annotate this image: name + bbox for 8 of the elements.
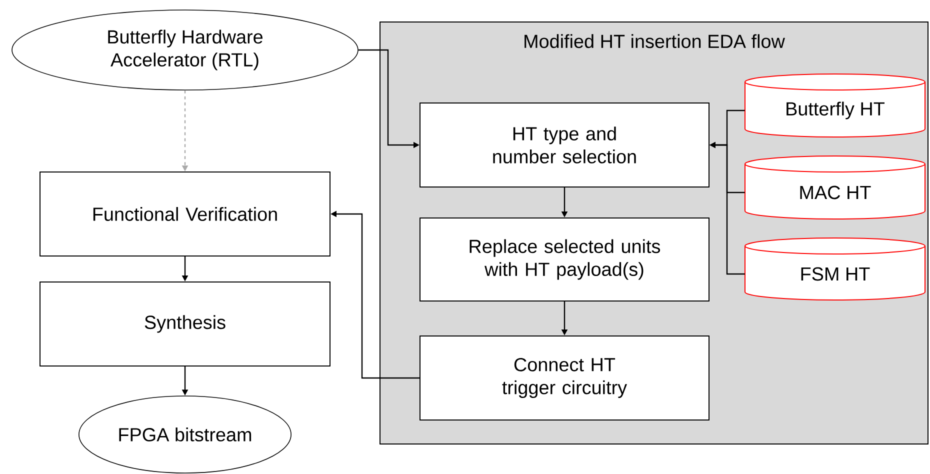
process-box: Replace selected units with HT payload(s) [420, 217, 710, 302]
process-box: Connect HT trigger circuitry [420, 335, 710, 420]
database-cylinder: Butterfly HT [744, 73, 926, 138]
process-box: HT type and number selection [420, 102, 710, 188]
database-cylinder: MAC HT [744, 155, 926, 220]
database-cylinder: FSM HT [744, 237, 926, 300]
process-box: Synthesis [40, 281, 330, 366]
process-box: Functional Verification [40, 171, 330, 256]
